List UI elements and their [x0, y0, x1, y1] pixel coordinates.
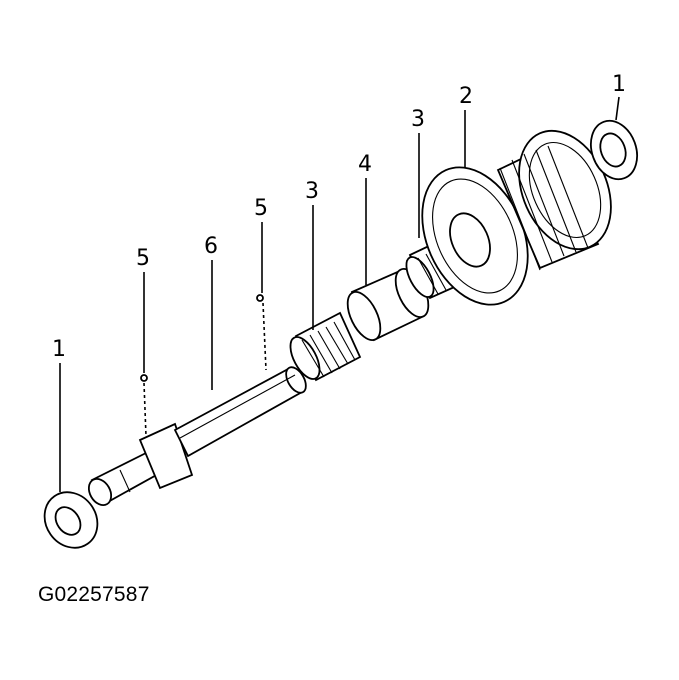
figure-id: G02257587	[38, 583, 150, 606]
callout-gear-cluster: 2	[459, 84, 473, 109]
retaining-ball-right	[256, 294, 264, 302]
spacer-tube	[346, 268, 430, 342]
callout-shaft: 6	[204, 234, 218, 259]
retaining-ball-left	[140, 374, 148, 382]
countershaft-gear-cluster	[421, 129, 612, 306]
callout-washer-right: 1	[612, 72, 626, 97]
callout-pin-right: 5	[254, 196, 268, 221]
callout-washer-left: 1	[52, 337, 66, 362]
countershaft	[87, 366, 307, 507]
callout-pin-left: 5	[136, 246, 150, 271]
leader-lines	[59, 96, 620, 492]
callout-spacer: 4	[358, 152, 372, 177]
thrust-washer-right	[590, 119, 638, 181]
callout-bearing-left: 3	[305, 179, 319, 204]
thrust-washer-left	[43, 491, 99, 549]
needle-bearing-left	[289, 311, 362, 382]
callout-bearing-right: 3	[411, 107, 425, 132]
